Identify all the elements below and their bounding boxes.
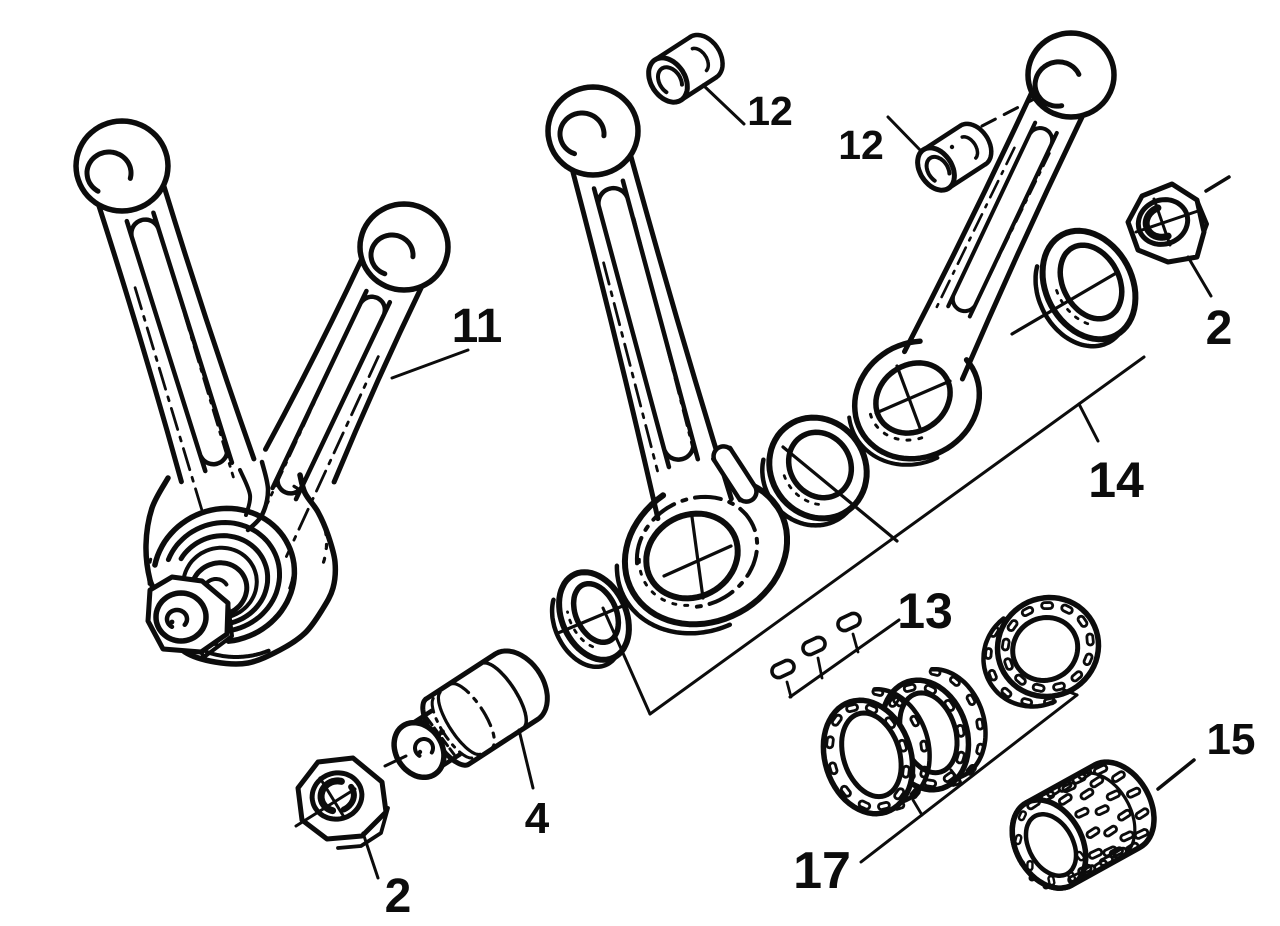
svg-text:12: 12: [838, 122, 884, 168]
svg-text:4: 4: [525, 794, 550, 843]
svg-text:2: 2: [1206, 302, 1233, 355]
svg-text:12: 12: [747, 88, 793, 134]
svg-text:15: 15: [1207, 715, 1256, 764]
svg-text:14: 14: [1088, 452, 1144, 508]
svg-text:11: 11: [452, 300, 503, 353]
svg-text:2: 2: [385, 870, 412, 923]
svg-text:13: 13: [897, 583, 953, 639]
svg-text:17: 17: [793, 842, 851, 900]
